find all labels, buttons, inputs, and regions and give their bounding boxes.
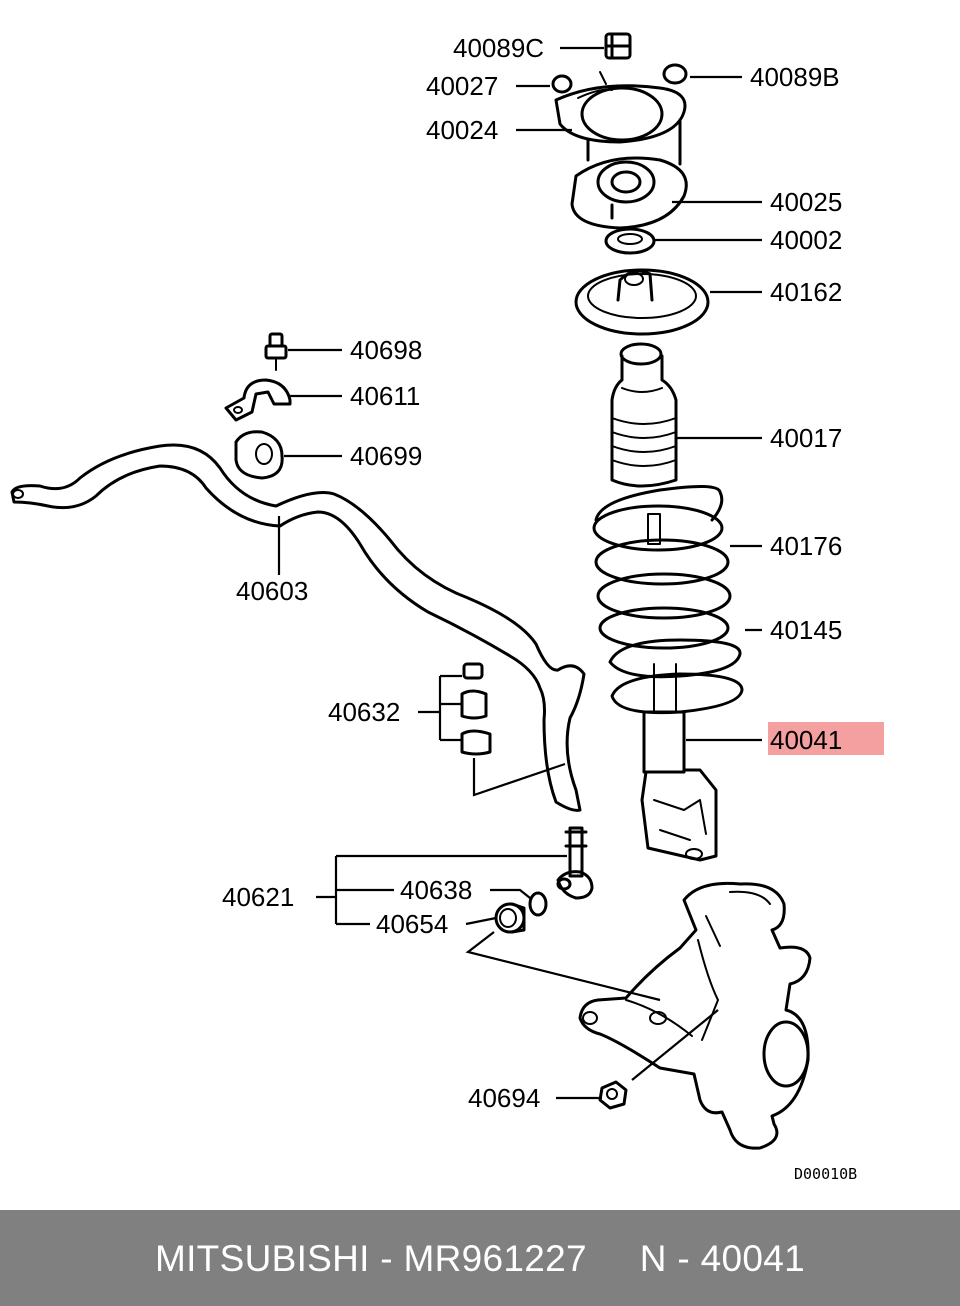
strut-mount-40025-shape <box>570 156 688 230</box>
label-40694[interactable]: 40694 <box>468 1083 540 1113</box>
label-40089C[interactable]: 40089C <box>453 33 544 63</box>
plate-40024-shape <box>554 71 687 166</box>
label-40089B[interactable]: 40089B <box>750 62 840 92</box>
parts-diagram: 40089C 40027 40024 40089B 40025 40002 40… <box>10 32 884 1183</box>
spring-seat-40162-shape <box>574 268 710 336</box>
label-40145[interactable]: 40145 <box>770 615 842 645</box>
bolt-40698-shape <box>264 332 288 371</box>
label-40162[interactable]: 40162 <box>770 277 842 307</box>
label-40638[interactable]: 40638 <box>400 875 472 905</box>
strut-assembly-40041-shape <box>640 663 718 862</box>
label-40002[interactable]: 40002 <box>770 225 842 255</box>
nut-40694-shape <box>598 1080 628 1110</box>
bracket-40611-shape <box>224 378 292 422</box>
nut-40089B-shape <box>662 63 688 85</box>
parts-diagram-svg: 40089C 40027 40024 40089B 40025 40002 40… <box>10 32 884 1183</box>
footer-part-info: MITSUBISHI - MR961227 N - 40041 <box>154 1238 805 1279</box>
label-40611[interactable]: 40611 <box>350 381 420 411</box>
nut-40089C-shape <box>604 32 632 60</box>
nut-40027-shape <box>551 74 573 94</box>
boot-40654-shape <box>494 902 526 934</box>
label-40027[interactable]: 40027 <box>426 71 498 101</box>
stabilizer-link-40621-shape <box>556 826 594 900</box>
label-40621[interactable]: 40621 <box>222 882 294 912</box>
label-40017[interactable]: 40017 <box>770 423 842 453</box>
label-40041[interactable]: 40041 <box>770 725 842 755</box>
label-40654[interactable]: 40654 <box>376 909 448 939</box>
steering-knuckle-shape <box>578 881 812 1150</box>
bearing-40002-shape <box>604 227 656 255</box>
footer-bar: MITSUBISHI - MR961227 N - 40041 <box>0 1210 960 1306</box>
label-40024[interactable]: 40024 <box>426 115 498 145</box>
label-40603[interactable]: 40603 <box>236 576 308 606</box>
dust-boot-40017-shape <box>610 342 678 488</box>
stabilizer-bar-40603-shape <box>10 443 586 812</box>
coil-spring-40176-shape <box>592 484 732 650</box>
label-40025[interactable]: 40025 <box>770 187 842 217</box>
o-ring-40638-shape <box>528 891 548 917</box>
label-40176[interactable]: 40176 <box>770 531 842 561</box>
diagram-code: D00010B <box>794 1165 857 1183</box>
label-40698[interactable]: 40698 <box>350 335 422 365</box>
label-40632[interactable]: 40632 <box>328 697 400 727</box>
selected-part-highlight <box>768 722 884 755</box>
bushing-40699-shape <box>234 430 284 480</box>
leader-lines <box>277 46 762 1100</box>
label-40699[interactable]: 40699 <box>350 441 422 471</box>
link-parts-40632-shape <box>460 662 492 756</box>
part-labels: 40089C 40027 40024 40089B 40025 40002 40… <box>222 33 842 1113</box>
